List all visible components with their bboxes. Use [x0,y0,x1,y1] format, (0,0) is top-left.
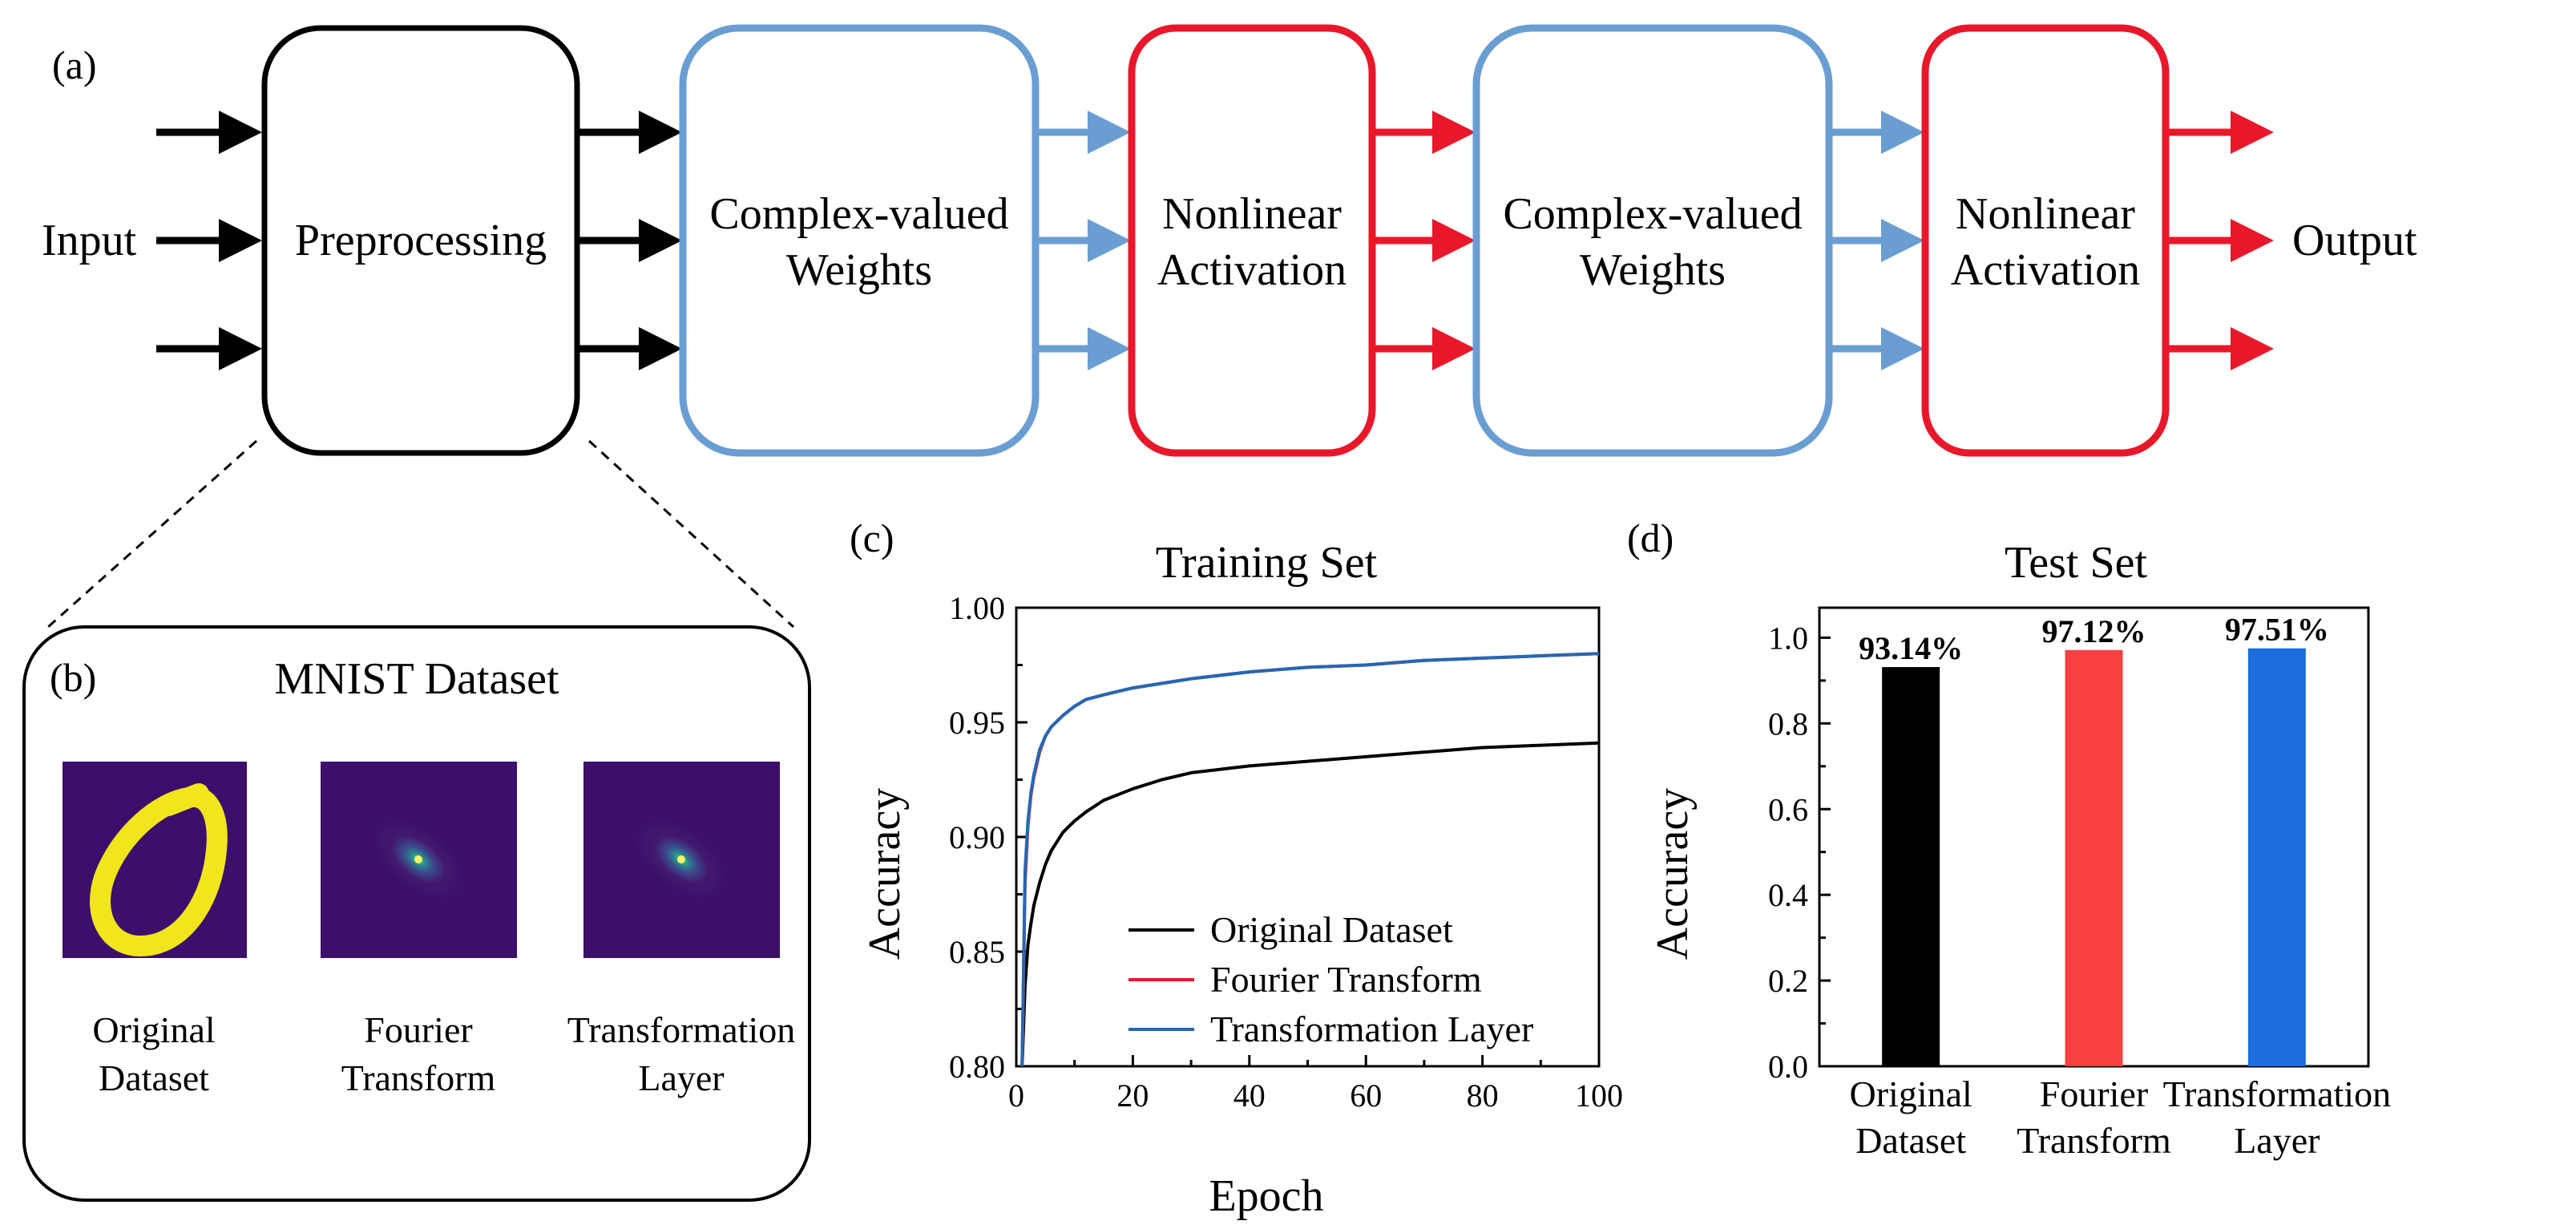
input-arrows [156,111,262,370]
preprocessing-label: Preprocessing [295,216,547,265]
activation-2-line2: Activation [1951,245,2140,295]
bar-category-line1-1: Fourier [2040,1073,2148,1114]
transformation-layer-image [583,762,780,958]
preprocessing-block [261,25,580,456]
image-caption-3-line1: Transformation [567,1009,796,1050]
chart-d-bars: 93.14%OriginalDataset97.12%FourierTransf… [1850,612,2392,1161]
chart-c-ylabel: Accuracy [860,788,910,960]
bar-2 [2247,648,2306,1066]
y-tick-label: 1.0 [1768,620,1808,656]
complex-weights-2-line1: Complex-valued [1503,189,1802,239]
x-tick-label: 60 [1350,1077,1382,1114]
panel-a-flow-diagram: (a) Input Preprocessing Complex-valued W… [42,24,2417,629]
y-tick-label: 0.2 [1768,963,1808,999]
y-tick-label: 0.8 [1768,705,1808,742]
panel-b-label: (b) [50,655,96,700]
activation-1-line1: Nonlinear [1162,189,1342,239]
bar-0 [1882,667,1940,1066]
bar-1 [2065,649,2123,1066]
digit-zero [90,783,228,956]
activation-1-line2: Activation [1157,245,1347,295]
y-tick-label: 0.90 [949,819,1005,855]
output-label: Output [2292,216,2417,265]
spectrum-center [677,855,685,863]
panel-d-label: (d) [1627,515,1674,560]
legend-label-2: Transformation Layer [1210,1009,1533,1049]
image-caption-2-line1: Fourier [364,1009,472,1050]
complex-weights-1-line2: Weights [786,245,932,295]
x-tick-label: 80 [1467,1077,1499,1114]
input-label: Input [42,216,137,265]
legend-label-0: Original Dataset [1210,909,1453,950]
y-tick-label: 0.95 [949,705,1005,741]
panel-b-mnist: (b) MNIST Dataset [22,625,811,1202]
complex-weights-1-line1: Complex-valued [709,189,1008,239]
chart-c-series [1020,652,1600,1067]
image-caption-1-line2: Dataset [99,1057,209,1098]
chart-d-ylabel: Accuracy [1648,788,1698,960]
x-tick-label: 0 [1008,1077,1024,1114]
panel-a-label: (a) [52,42,97,87]
complex-weights-2-line2: Weights [1580,245,1726,295]
output-arrows [2169,111,2274,370]
x-tick-label: 40 [1233,1077,1266,1114]
y-tick-label: 1.00 [949,590,1005,626]
activation-1-output-arrows [1375,111,1476,370]
nonlinear-activation-block-2 [1921,24,2170,457]
spectrum-center [414,855,422,863]
y-tick-label: 0.80 [949,1049,1005,1085]
series-line-1 [1020,652,1600,1067]
complex-weights-block-1 [679,24,1040,457]
bar-category-line1-2: Transformation [2163,1073,2392,1114]
bar-value-label-2: 97.51% [2225,612,2329,648]
panel-c-label: (c) [850,515,894,560]
test-set-bar-chart: (d) Test Set 0.0 0.2 0.4 0.6 0.8 1.0 93.14% Or… [1627,515,2391,1161]
x-tick-label: 20 [1116,1077,1149,1114]
bar-value-label-0: 93.14% [1859,630,1963,666]
activation-2-line1: Nonlinear [1956,189,2135,239]
bar-category-line1-0: Original [1850,1073,1972,1114]
y-tick-label: 0.4 [1768,877,1808,913]
bar-value-label-1: 97.12% [2042,613,2146,649]
fourier-transform-image [321,762,517,958]
image-caption-3-line2: Layer [638,1057,724,1098]
weights-1-output-arrows [1039,111,1131,370]
nonlinear-activation-block-1 [1128,24,1376,457]
bar-category-line2-1: Transform [2017,1120,2171,1161]
mnist-frame [22,625,811,1202]
image-caption-2-line2: Transform [341,1057,496,1098]
bar-category-line2-2: Layer [2234,1120,2320,1161]
series-line-2 [1020,652,1600,1067]
chart-d-title: Test Set [2005,538,2148,588]
complex-weights-block-2 [1472,24,1833,457]
zoom-line-right [587,439,795,629]
series-line-0 [1020,741,1600,1067]
original-dataset-image [63,762,247,958]
y-tick-label: 0.0 [1768,1049,1808,1085]
preprocessing-output-arrows [579,111,682,370]
zoom-line-left [47,439,257,629]
y-tick-label: 0.6 [1768,791,1808,827]
mnist-title: MNIST Dataset [274,654,559,704]
bar-category-line2-0: Dataset [1855,1120,1966,1161]
weights-2-output-arrows [1832,111,1924,370]
chart-c-axes: 0 20 40 60 80 100 0.80 0.85 0.90 0.95 1.00 [949,590,1623,1114]
chart-c-title: Training Set [1156,538,1378,588]
legend-label-1: Fourier Transform [1210,959,1482,1000]
x-tick-label: 100 [1575,1077,1623,1114]
chart-c-xlabel: Epoch [1209,1171,1323,1221]
y-tick-label: 0.85 [949,934,1005,970]
image-caption-1-line1: Original [92,1009,215,1050]
training-set-line-chart: (c) Training Set 0 20 40 60 80 100 0.80 0.85 0.9… [850,515,1623,1221]
